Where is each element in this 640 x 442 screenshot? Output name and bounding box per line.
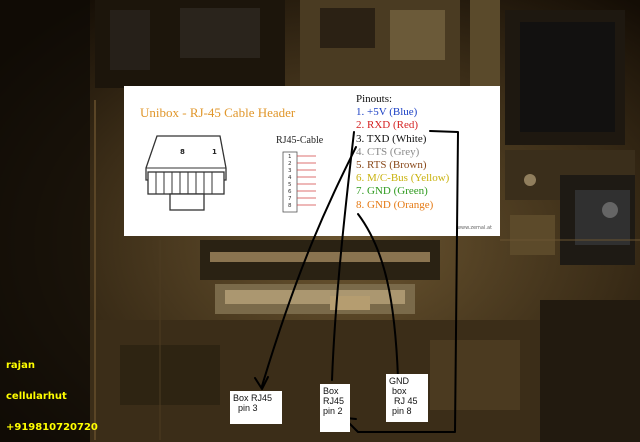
credit-name: rajan [6, 360, 35, 371]
pinout-item: 2. RXD (Red) [356, 119, 419, 132]
pinout-item: 8. GND (Orange) [356, 198, 434, 211]
box-rj45-pin2-tag: Box RJ45 pin 2 [320, 384, 350, 432]
pin-number: 2 [288, 161, 292, 167]
tag-line: pin 8 [392, 406, 412, 416]
tag-line: pin 2 [323, 406, 343, 416]
pin-number: 3 [288, 168, 292, 174]
plug-number-8: 8 [180, 148, 185, 156]
tag-line: box [392, 386, 407, 396]
pin-number: 8 [288, 203, 292, 209]
tag-line: Box RJ45 [233, 393, 273, 403]
panel-title: Unibox - RJ-45 Cable Header [140, 105, 296, 120]
tag-line: RJ45 [323, 396, 345, 406]
pinout-item: 5. RTS (Brown) [356, 159, 427, 172]
pinout-item: 7. GND (Green) [356, 185, 428, 198]
plug-number-1: 1 [212, 148, 217, 156]
box-rj45-pin3-tag: Box RJ45 pin 3 [230, 391, 282, 424]
pinout-panel: Unibox - RJ-45 Cable Header 8 1 RJ45-Cab… [124, 86, 500, 236]
pinout-list: Pinouts: 1. +5V (Blue) 2. RXD (Red) 3. T… [356, 93, 449, 212]
pinout-item: 1. +5V (Blue) [356, 106, 418, 119]
pin-number: 6 [288, 189, 292, 195]
pin-number: 4 [288, 175, 292, 181]
tag-line: RJ 45 [394, 396, 418, 406]
credit-phone: +919810720720 [6, 422, 98, 433]
cable-label: RJ45-Cable [276, 135, 324, 146]
gnd-box-rj45-pin8-tag: GND box RJ 45 pin 8 [386, 374, 428, 422]
rj45-plug-drawing: 8 1 [145, 135, 227, 211]
pin-number: 5 [288, 182, 292, 188]
pin-number: 1 [288, 154, 292, 160]
tag-line: pin 3 [238, 403, 258, 413]
pinouts-heading: Pinouts: [356, 93, 393, 105]
pinout-item: 4. CTS (Grey) [356, 145, 420, 158]
cable-pin-diagram: 1 2 3 4 5 6 7 8 [282, 151, 316, 213]
tag-line: Box [323, 386, 339, 396]
tag-line: GND [389, 376, 409, 386]
credit-shop: cellularhut [6, 391, 67, 402]
pin-number: 7 [288, 196, 292, 202]
pinout-item: 3. TXD (White) [356, 132, 427, 145]
pinout-item: 6. M/C-Bus (Yellow) [356, 172, 450, 185]
watermark: www.zemal.at [456, 225, 492, 231]
